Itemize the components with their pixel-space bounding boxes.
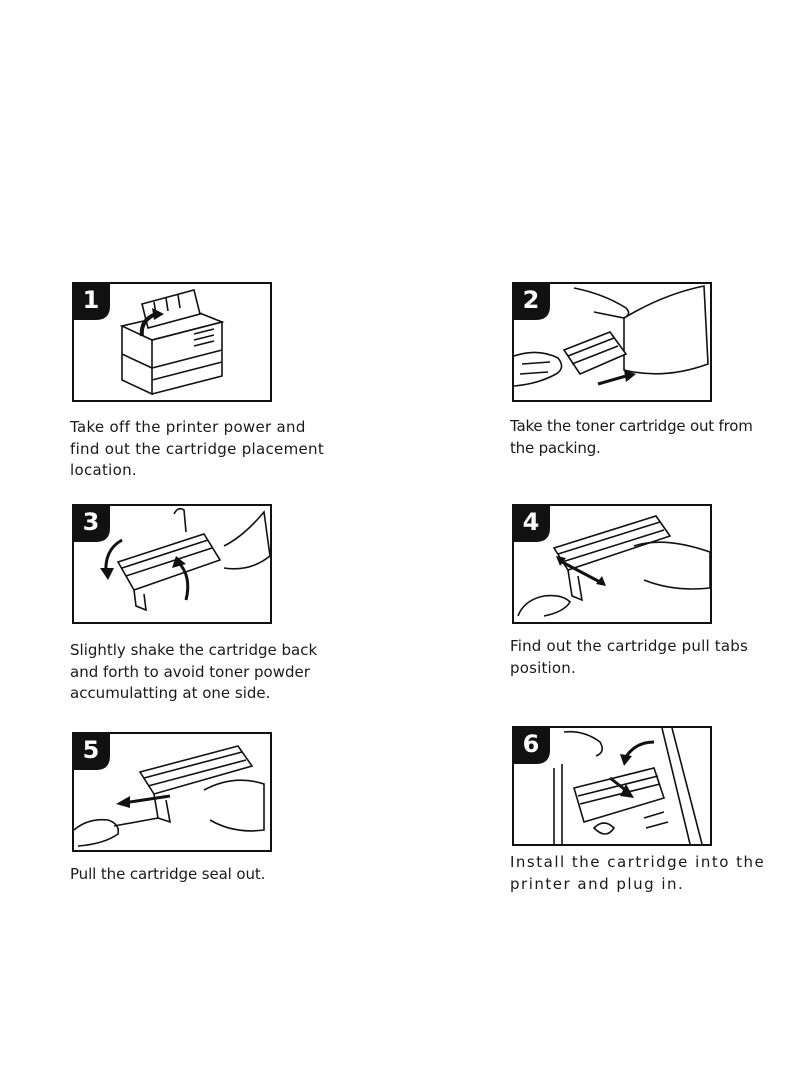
pull-tab-icon [517,515,710,617]
step-number: 5 [82,736,100,764]
install-cartridge-icon [553,728,703,844]
step-caption: Take the toner cartridge out from the pa… [510,417,753,457]
step-number: 2 [522,286,540,314]
step-number: 6 [522,730,540,758]
pull-seal-icon [74,745,265,847]
step-3-illustration: 3 [72,504,272,624]
step-caption-line-1: Install the cartridge into the printer a… [510,852,770,895]
shake-cartridge-icon [100,507,270,612]
step-number: 1 [82,286,100,314]
step-badge: 5 [74,734,110,770]
step-caption: Slightly shake the cartridge back and fo… [70,641,318,702]
step-number: 4 [522,508,540,536]
step-caption: Pull the cartridge seal out. [70,865,266,883]
step-number: 3 [82,508,100,536]
step-caption: Take off the printer power and find out … [70,418,325,479]
step-caption: Install the cartridge into the printer a… [510,853,766,893]
step-caption: Find out the cartridge pull tabs positio… [510,637,749,677]
step-badge: 4 [514,506,550,542]
step-badge: 6 [514,728,550,764]
step-5-illustration: 5 [72,732,272,852]
step-badge: 2 [514,284,550,320]
step-1-illustration: 1 [72,282,272,402]
step-badge: 1 [74,284,110,320]
step-badge: 3 [74,506,110,542]
step-6-illustration: 6 [512,726,712,846]
step-2-illustration: 2 [512,282,712,402]
unpack-cartridge-icon [514,285,709,387]
step-4-illustration: 4 [512,504,712,624]
printer-open-icon [119,289,225,396]
